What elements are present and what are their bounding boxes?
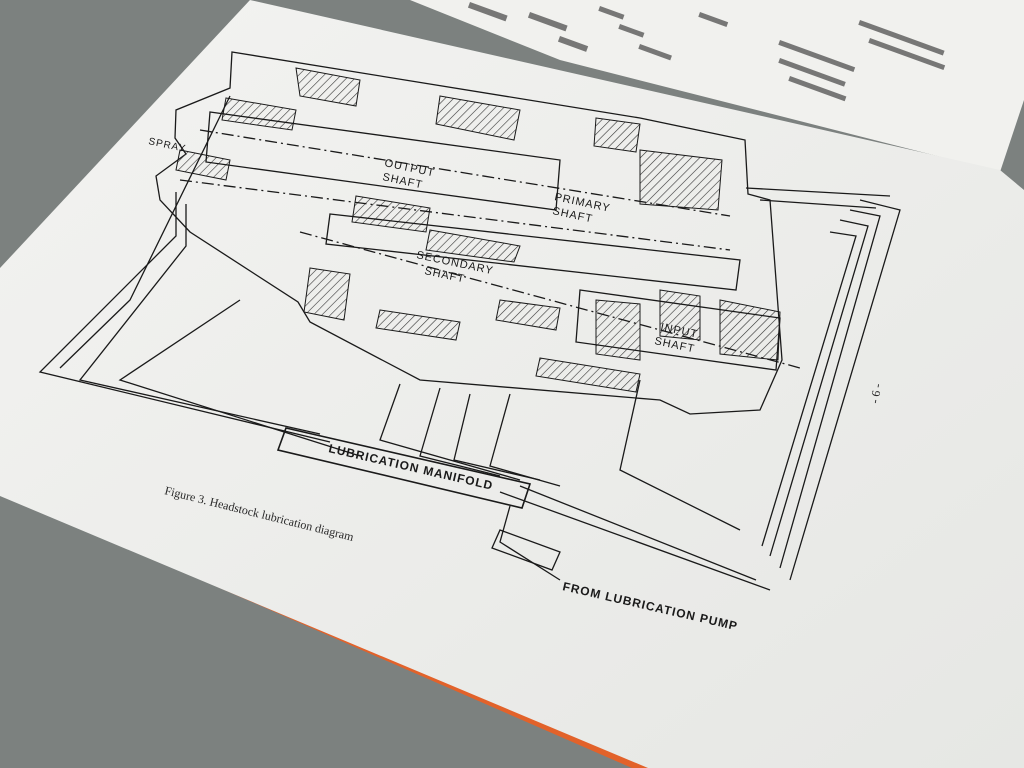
- facing-page-text: [467, 2, 946, 102]
- page-number: - 6 -: [867, 382, 884, 404]
- headstock-diagram: [38, 51, 901, 591]
- housing-outline: [155, 51, 783, 415]
